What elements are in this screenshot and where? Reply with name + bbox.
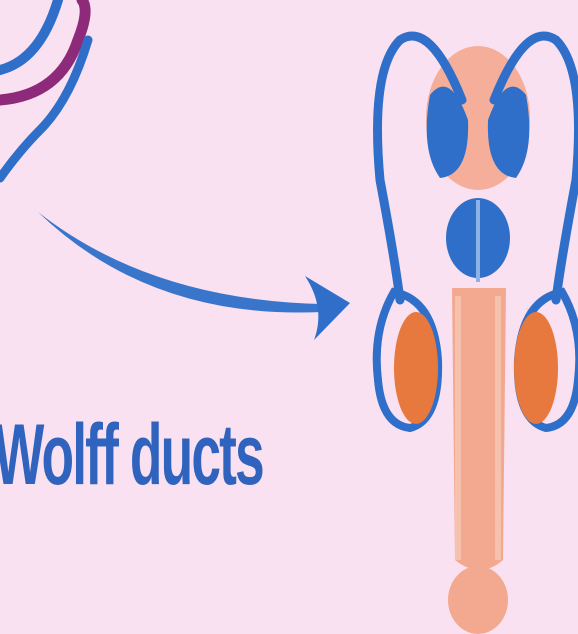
curved-arrow-icon xyxy=(38,212,350,340)
blue-duct-upper xyxy=(0,0,58,70)
testis-right xyxy=(514,312,558,424)
male-anatomy-illustration xyxy=(377,36,578,634)
testis-left xyxy=(394,312,438,424)
glans xyxy=(448,566,508,634)
wolff-ducts-label: Wolff ducts xyxy=(0,412,263,498)
embryo-fragment xyxy=(0,0,88,178)
